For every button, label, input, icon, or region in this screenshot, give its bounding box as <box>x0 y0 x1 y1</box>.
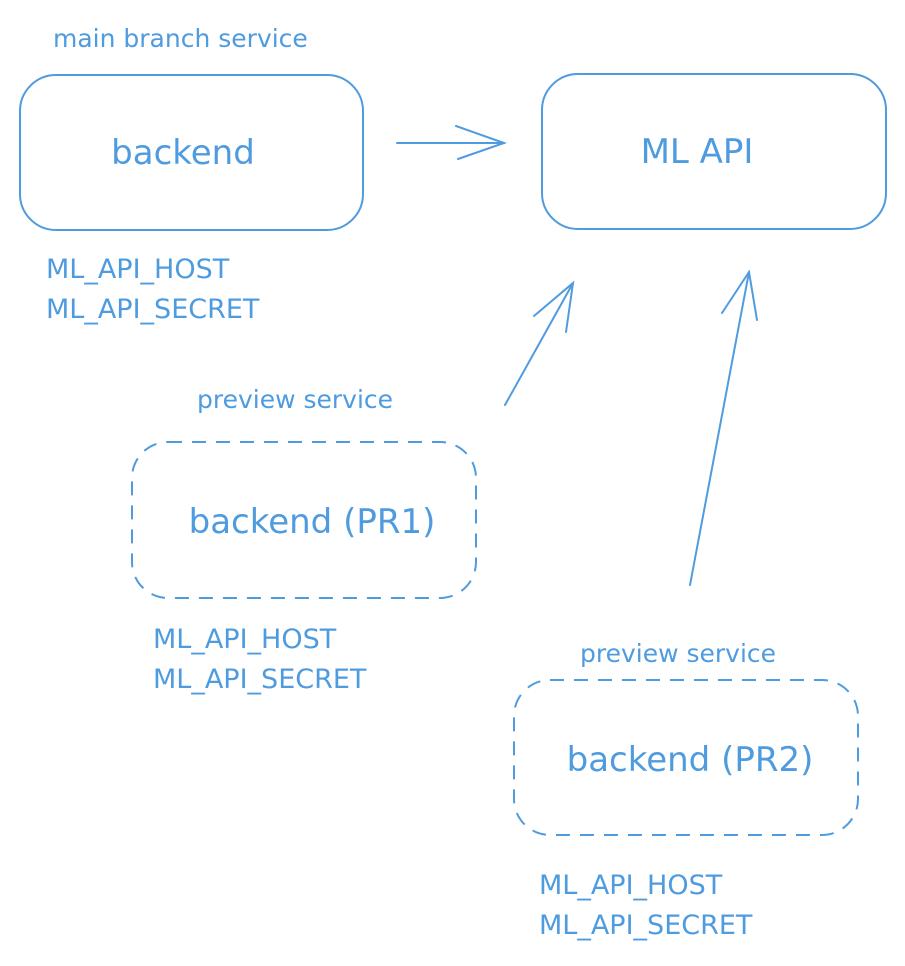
preview-2-env-host: ML_API_HOST <box>539 870 723 901</box>
preview-1-caption: preview service <box>197 385 394 414</box>
preview-pr1-box <box>131 441 477 599</box>
preview-2-backend-label: backend (PR2) <box>566 739 814 780</box>
arrow-pr1-to-mlapi <box>504 280 575 406</box>
preview-pr2-box <box>513 679 859 836</box>
preview-2-env-secret: ML_API_SECRET <box>539 910 753 941</box>
preview-2-caption: preview service <box>580 639 777 668</box>
main-service-caption: main branch service <box>53 24 308 53</box>
preview-1-env-secret: ML_API_SECRET <box>153 664 367 695</box>
main-env-secret: ML_API_SECRET <box>46 294 260 325</box>
ml-api-box <box>541 73 887 230</box>
preview-1-env-host: ML_API_HOST <box>153 624 337 655</box>
main-backend-label: backend <box>111 132 255 173</box>
main-backend-box <box>19 74 364 231</box>
preview-1-backend-label: backend (PR1) <box>188 502 436 542</box>
main-env-list: ML_API_HOST ML_API_SECRET <box>46 250 259 330</box>
preview-2-env-list: ML_API_HOST ML_API_SECRET <box>539 866 752 946</box>
arrow-main-to-mlapi <box>396 125 508 160</box>
ml-api-label: ML API <box>640 131 754 172</box>
main-env-host: ML_API_HOST <box>46 254 230 285</box>
preview-1-env-list: ML_API_HOST ML_API_SECRET <box>153 620 366 700</box>
arrow-pr2-to-mlapi <box>689 269 758 586</box>
